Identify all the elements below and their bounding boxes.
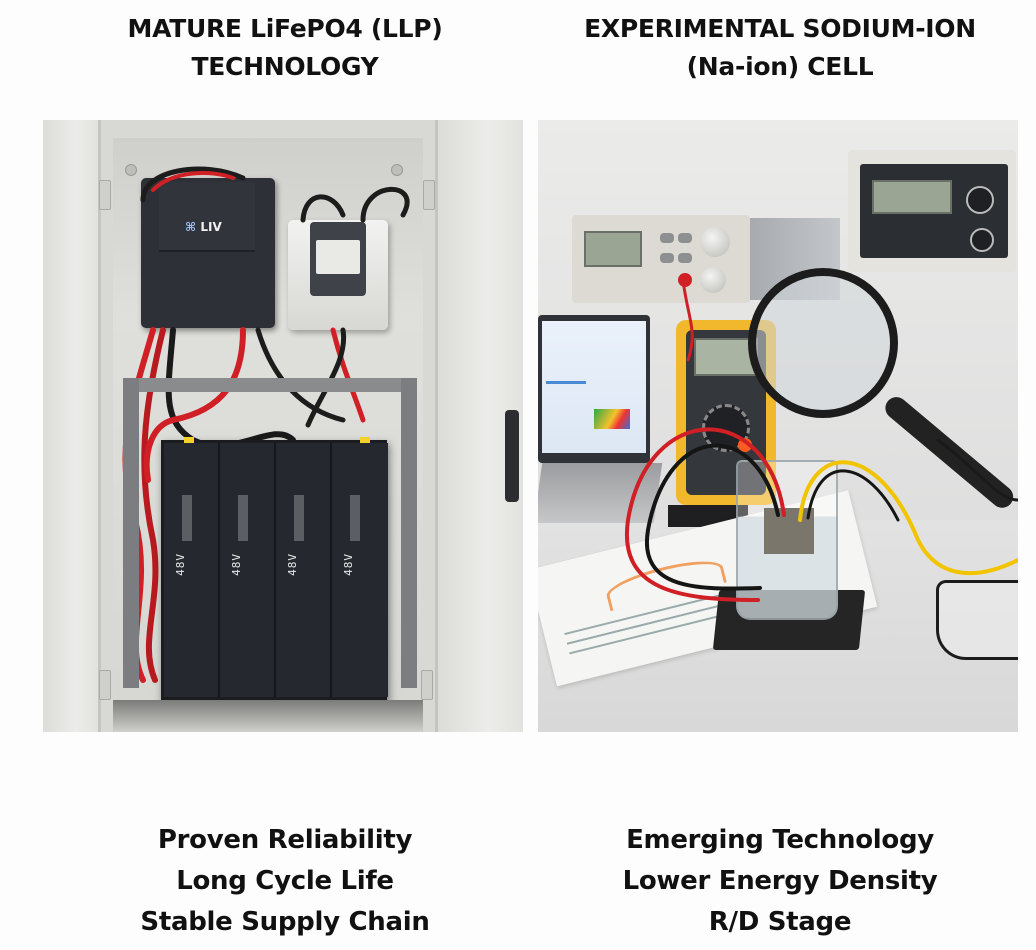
right-heading-line-2: (Na-ion) CELL xyxy=(686,52,874,81)
caption-lower-energy-density: Lower Energy Density xyxy=(622,866,938,896)
left-captions: Proven Reliability Long Cycle Life Stabl… xyxy=(40,820,530,943)
battery-module: 48V xyxy=(332,443,388,697)
caption-proven-reliability: Proven Reliability xyxy=(157,825,413,855)
terminal xyxy=(184,437,194,445)
left-heading-line-1: MATURE LiFePO4 (LLP) xyxy=(127,14,443,43)
electrode xyxy=(764,508,814,554)
right-captions: Emerging Technology Lower Energy Density… xyxy=(535,820,1025,943)
battery-rack-top xyxy=(123,378,417,392)
magnifying-glass xyxy=(748,268,898,418)
laptop-screen xyxy=(542,321,646,453)
battery-bank: 48V 48V 48V 48V xyxy=(161,437,388,700)
hinge xyxy=(423,180,435,210)
red-terminal xyxy=(678,273,692,287)
inverter-unit: ⌘ LIV xyxy=(141,178,275,328)
beaker-test-cell xyxy=(736,460,838,620)
screw xyxy=(125,164,137,176)
safety-glasses xyxy=(936,580,1018,660)
inverter-logo: ⌘ LIV xyxy=(185,220,222,234)
instrument-display xyxy=(872,180,952,214)
sodium-ion-lab-photo xyxy=(538,120,1018,732)
lifepo4-cabinet-photo: ⌘ LIV 48V xyxy=(43,120,523,732)
battery-rack-left xyxy=(123,378,139,688)
laptop xyxy=(538,315,650,463)
battery-module: 48V xyxy=(220,443,276,697)
caption-rd-stage: R/D Stage xyxy=(708,907,852,937)
hinge xyxy=(99,180,111,210)
caption-emerging-technology: Emerging Technology xyxy=(626,825,934,855)
right-heading-line-1: EXPERIMENTAL SODIUM-ION xyxy=(584,14,976,43)
cabinet-floor xyxy=(113,700,423,732)
battery-module: 48V xyxy=(276,443,332,697)
dial xyxy=(966,186,994,214)
dial xyxy=(970,228,994,252)
knob xyxy=(700,267,726,293)
cabinet-left-door xyxy=(43,120,101,732)
lab-instrument xyxy=(848,150,1016,272)
monitor-display xyxy=(316,240,360,274)
power-supply-display xyxy=(584,231,642,267)
hinge xyxy=(421,670,433,700)
test-leads xyxy=(624,278,1018,602)
battery-module: 48V xyxy=(164,443,220,697)
knob xyxy=(700,227,730,257)
left-heading: MATURE LiFePO4 (LLP) TECHNOLOGY xyxy=(40,10,530,86)
right-heading: EXPERIMENTAL SODIUM-ION (Na-ion) CELL xyxy=(535,10,1025,86)
monitoring-unit xyxy=(288,220,388,330)
caption-long-cycle-life: Long Cycle Life xyxy=(176,866,394,896)
battery-rack-right xyxy=(401,378,417,688)
screw xyxy=(391,164,403,176)
left-heading-line-2: TECHNOLOGY xyxy=(191,52,379,81)
hinge xyxy=(99,670,111,700)
power-supply xyxy=(572,215,750,303)
terminal xyxy=(360,437,370,445)
caption-stable-supply-chain: Stable Supply Chain xyxy=(140,907,430,937)
door-handle xyxy=(505,410,519,502)
